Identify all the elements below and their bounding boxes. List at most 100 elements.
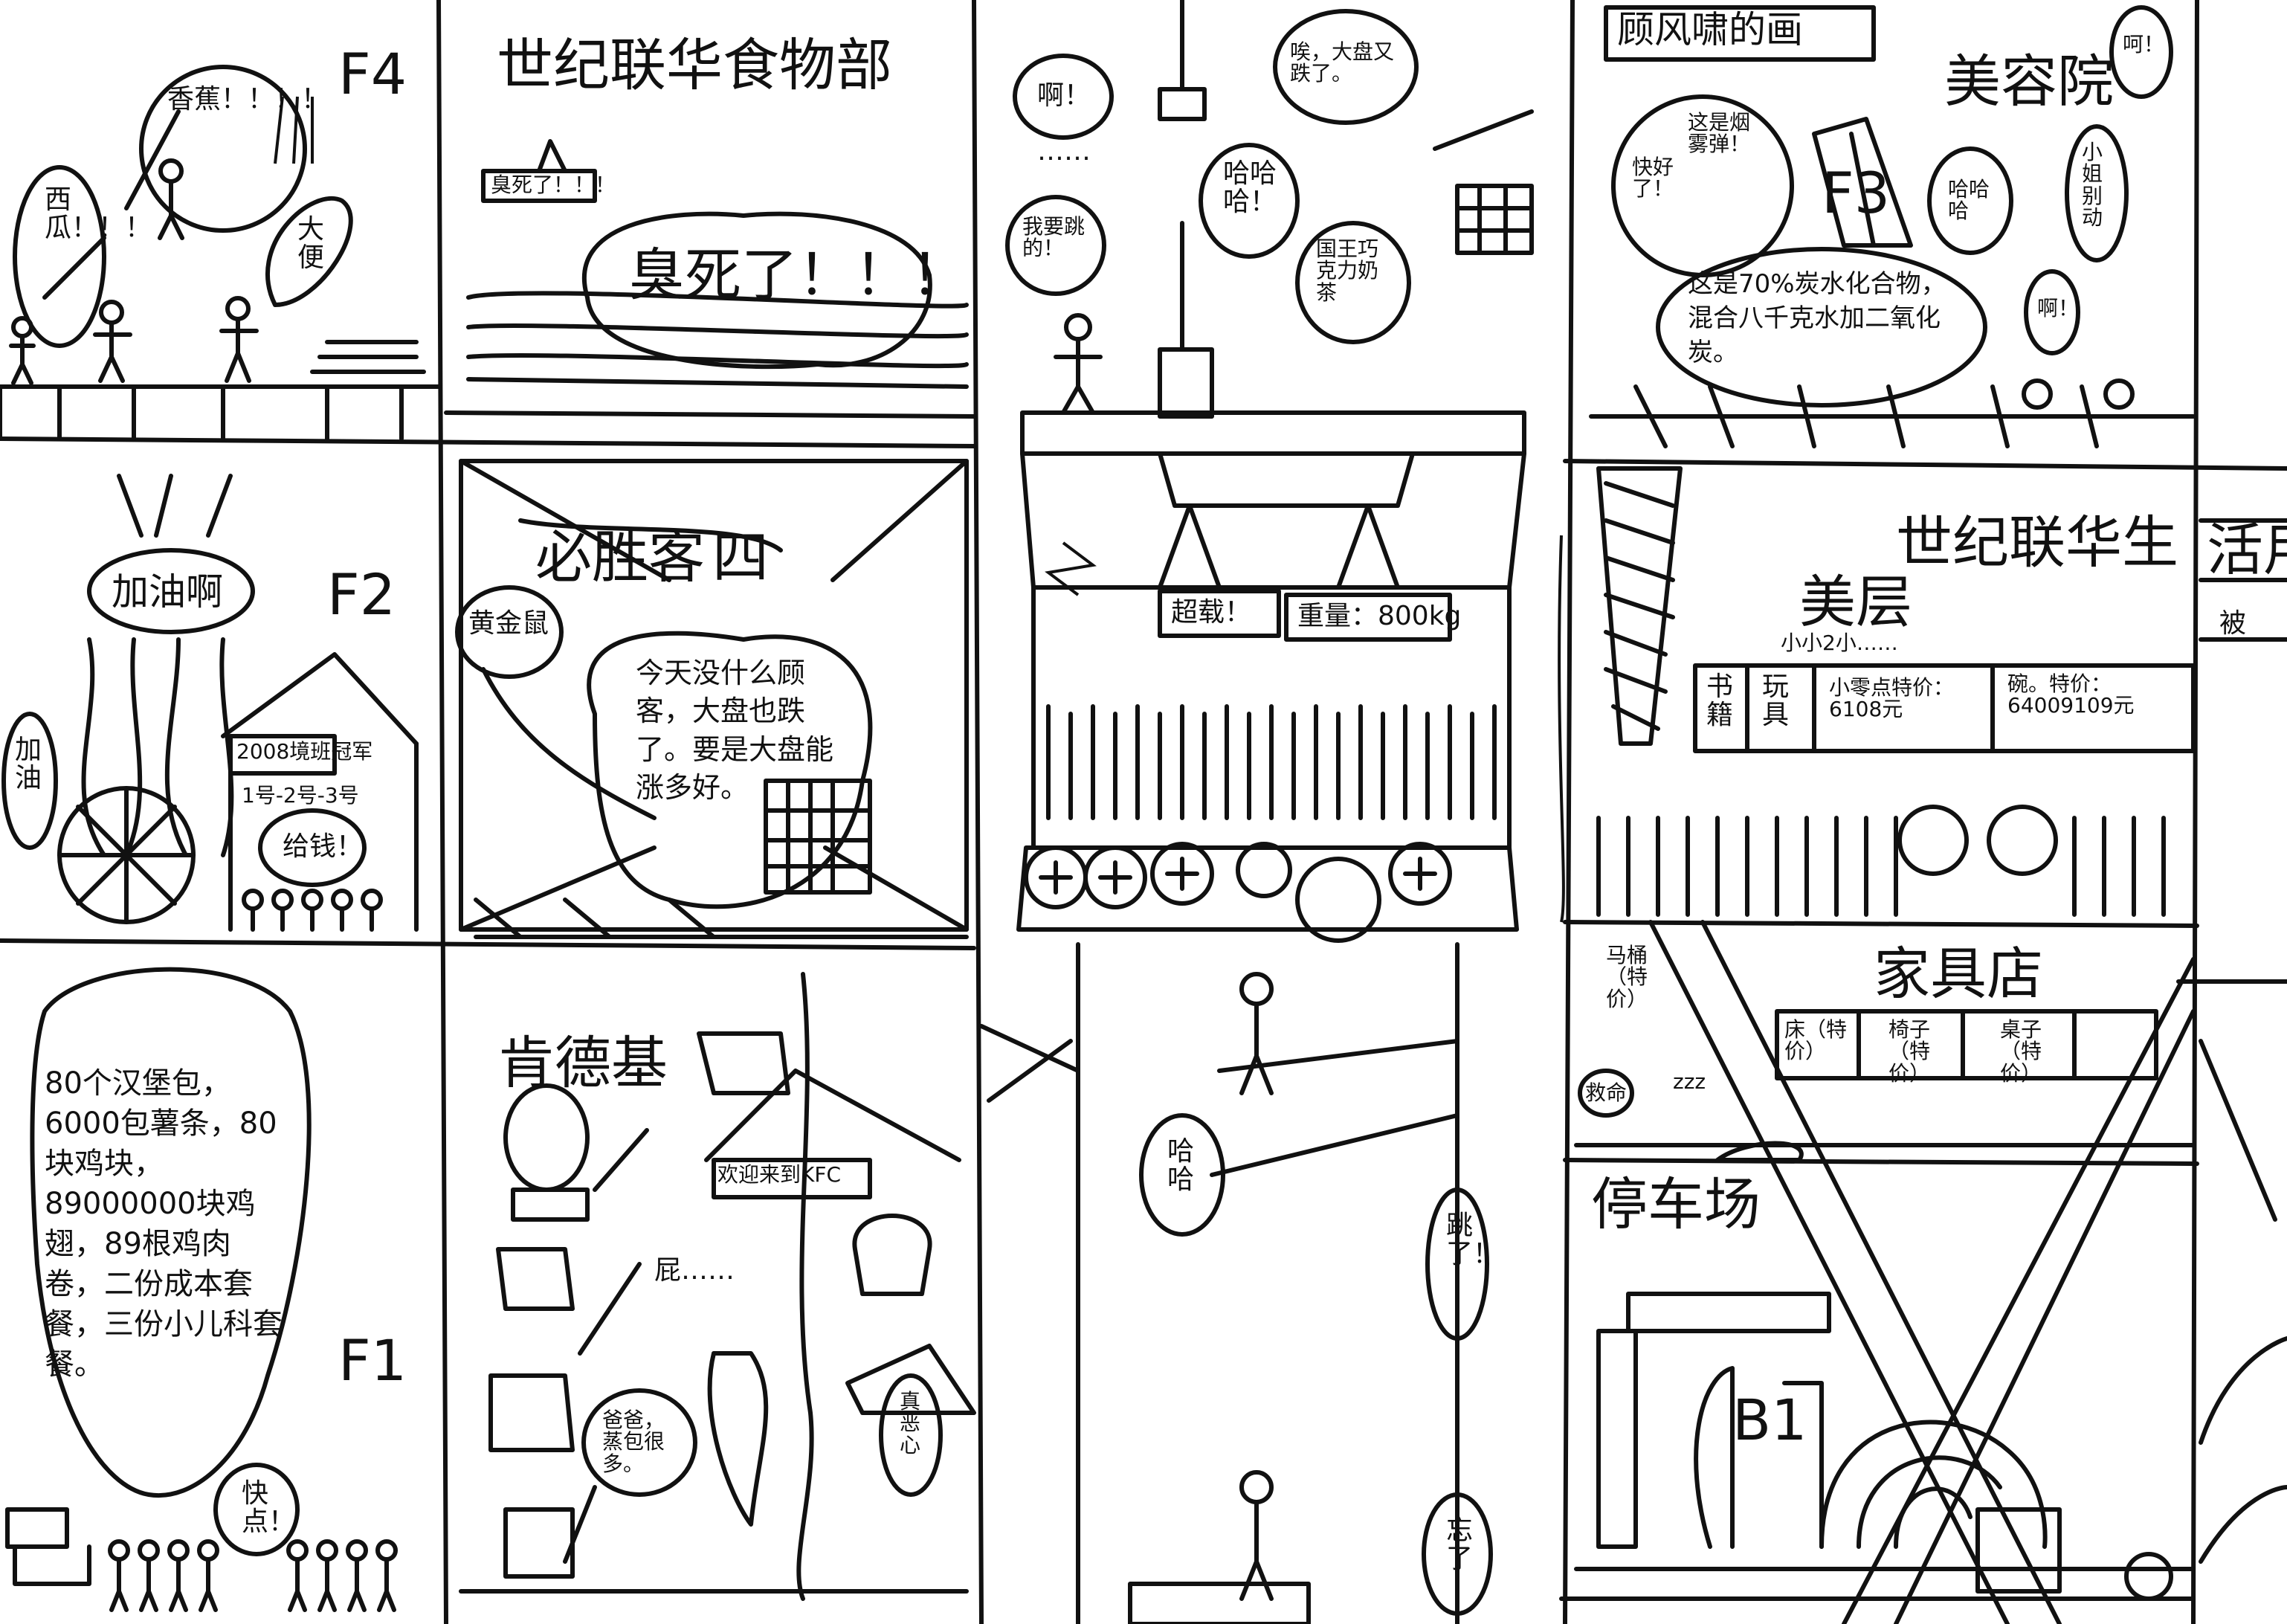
banner-text: 顾风啸的画 <box>1617 8 1803 51</box>
divider-line <box>1563 920 2199 928</box>
divider-line <box>1563 1158 2199 1166</box>
speech-bubble <box>1139 1113 1225 1237</box>
small-text: 小小2小…… <box>1781 631 1898 655</box>
vehicle <box>1975 1507 2062 1594</box>
speech-bubble <box>213 1463 300 1556</box>
hanging-sign <box>481 139 597 203</box>
speech-bubble <box>87 548 255 634</box>
column-structure <box>1596 466 1683 746</box>
stick-figures-f4 <box>9 109 259 385</box>
order-bubble <box>30 967 312 1498</box>
weight-sign <box>1284 593 1452 642</box>
speech-bubble <box>455 585 564 679</box>
item-label: 椅子（特价） <box>1888 1017 1931 1086</box>
ground-stones <box>1128 1582 1311 1624</box>
side-text: 被 <box>2219 608 2247 639</box>
speech-text: 救命 <box>1585 1080 1628 1105</box>
speech-text: 啊！ <box>1037 80 1091 111</box>
shelf-label: 玩具 <box>1762 671 1790 730</box>
overload-text: 超载！ <box>1171 597 1252 628</box>
speech-bubble <box>2065 124 2129 262</box>
speech-text: 今天没什么顾客，大盘也跌了。要是大盘能涨多好。 <box>636 657 834 804</box>
speech-text: 忘了 <box>1446 1515 1474 1574</box>
speech-bubble <box>1005 195 1106 296</box>
item-label: 马桶（特价） <box>1606 943 1648 1011</box>
item-label: 床（特价） <box>1784 1017 1848 1064</box>
speech-bubble <box>1927 146 2013 255</box>
window <box>1455 184 1534 255</box>
sign-text: 臭死了！！！ <box>491 173 616 197</box>
weight-text: 重量：800kg <box>1297 601 1462 631</box>
speech-text: 我要跳的！ <box>1022 214 1086 261</box>
speech-text: 西瓜！！！ <box>45 184 152 243</box>
queue-f1 <box>108 1539 398 1612</box>
wheels <box>1024 842 1452 943</box>
speech-text: 这是烟雾弹！ <box>1688 110 1751 157</box>
tent-text: 1号-2号-3号 <box>242 783 359 808</box>
spiral <box>1819 1420 2048 1549</box>
speech-text: 大便 <box>297 214 325 273</box>
speech-text: 黄金鼠 <box>468 608 549 639</box>
panel-title: 肯德基 <box>498 1030 668 1096</box>
overload-sign <box>1158 589 1281 638</box>
speech-bubble <box>1656 247 1987 407</box>
divider-line <box>1563 0 1575 1624</box>
speech-text: 真恶心 <box>900 1389 921 1457</box>
chain <box>796 972 814 1601</box>
speech-bubble <box>1425 1188 1489 1341</box>
speech-text: 啊！ <box>2037 296 2080 320</box>
speech-bubble <box>139 65 307 233</box>
speech-bubble <box>265 196 353 307</box>
pizza-title-num: 四 <box>712 524 769 590</box>
speech-bubble <box>1295 221 1411 344</box>
speech-bubble <box>1199 143 1300 259</box>
speech-text: 香蕉！！！！ <box>167 84 329 115</box>
speech-text: 跳了！ <box>1446 1211 1500 1269</box>
floor-label: F3 <box>1822 160 1891 226</box>
speech-text: …… <box>1037 136 1091 167</box>
speech-bubble <box>258 808 367 887</box>
speech-bubble <box>581 1388 697 1497</box>
panel-title: 世纪联华食物部 <box>497 32 892 98</box>
floor-label: F4 <box>338 41 407 107</box>
cheer-text: 加油啊 <box>112 570 223 613</box>
car-rack <box>1626 1292 1831 1333</box>
face-balloon <box>1897 805 1969 876</box>
divider-line <box>2191 0 2199 1624</box>
speech-text: 爸爸，蒸包很多。 <box>602 1408 665 1476</box>
face-balloon <box>1987 805 2058 876</box>
speech-text: 小姐别动 <box>2082 140 2103 231</box>
level-label: B1 <box>1732 1387 1807 1453</box>
floor-label: F2 <box>327 561 396 628</box>
panel-title: 美容院 <box>1944 48 2114 115</box>
car <box>2124 1552 2173 1601</box>
crowd-mall <box>1596 816 2166 917</box>
shelf-label: 书籍 <box>1706 671 1734 730</box>
speech-text: 屁…… <box>654 1255 735 1286</box>
stink-cloud <box>581 211 932 370</box>
shelf-label: 小零点特价：6108元 <box>1829 675 1955 722</box>
panel-title: 家具店 <box>1874 941 2043 1007</box>
speech-bubble <box>1013 54 1114 140</box>
shelf-label: 碗。特价：64009109元 <box>2007 671 2135 718</box>
divider-line <box>972 0 984 1624</box>
item-label: 桌子（特价） <box>2000 1017 2042 1086</box>
tent <box>221 652 419 776</box>
speech-bubble <box>1422 1492 1493 1616</box>
speech-bubble <box>13 165 106 348</box>
elevator-top <box>1020 410 1526 456</box>
speech-bubble <box>1273 9 1419 125</box>
floor-label: F1 <box>338 1327 407 1393</box>
speech-text: 加油 <box>15 735 42 793</box>
speech-bubble <box>2024 269 2080 355</box>
speech-text: 快好了！ <box>1632 155 1674 202</box>
crowd <box>1046 704 1497 820</box>
burger <box>503 1083 590 1192</box>
kfc-sign-text: 欢迎来到KFC <box>717 1162 842 1187</box>
speech-text: 哈哈哈 <box>1948 177 1990 224</box>
speech-text: 给钱！ <box>283 831 364 862</box>
speech-bubble <box>879 1373 943 1497</box>
tent-text: 2008境班冠军 <box>236 739 373 764</box>
side-title: 活用 <box>2207 517 2287 583</box>
